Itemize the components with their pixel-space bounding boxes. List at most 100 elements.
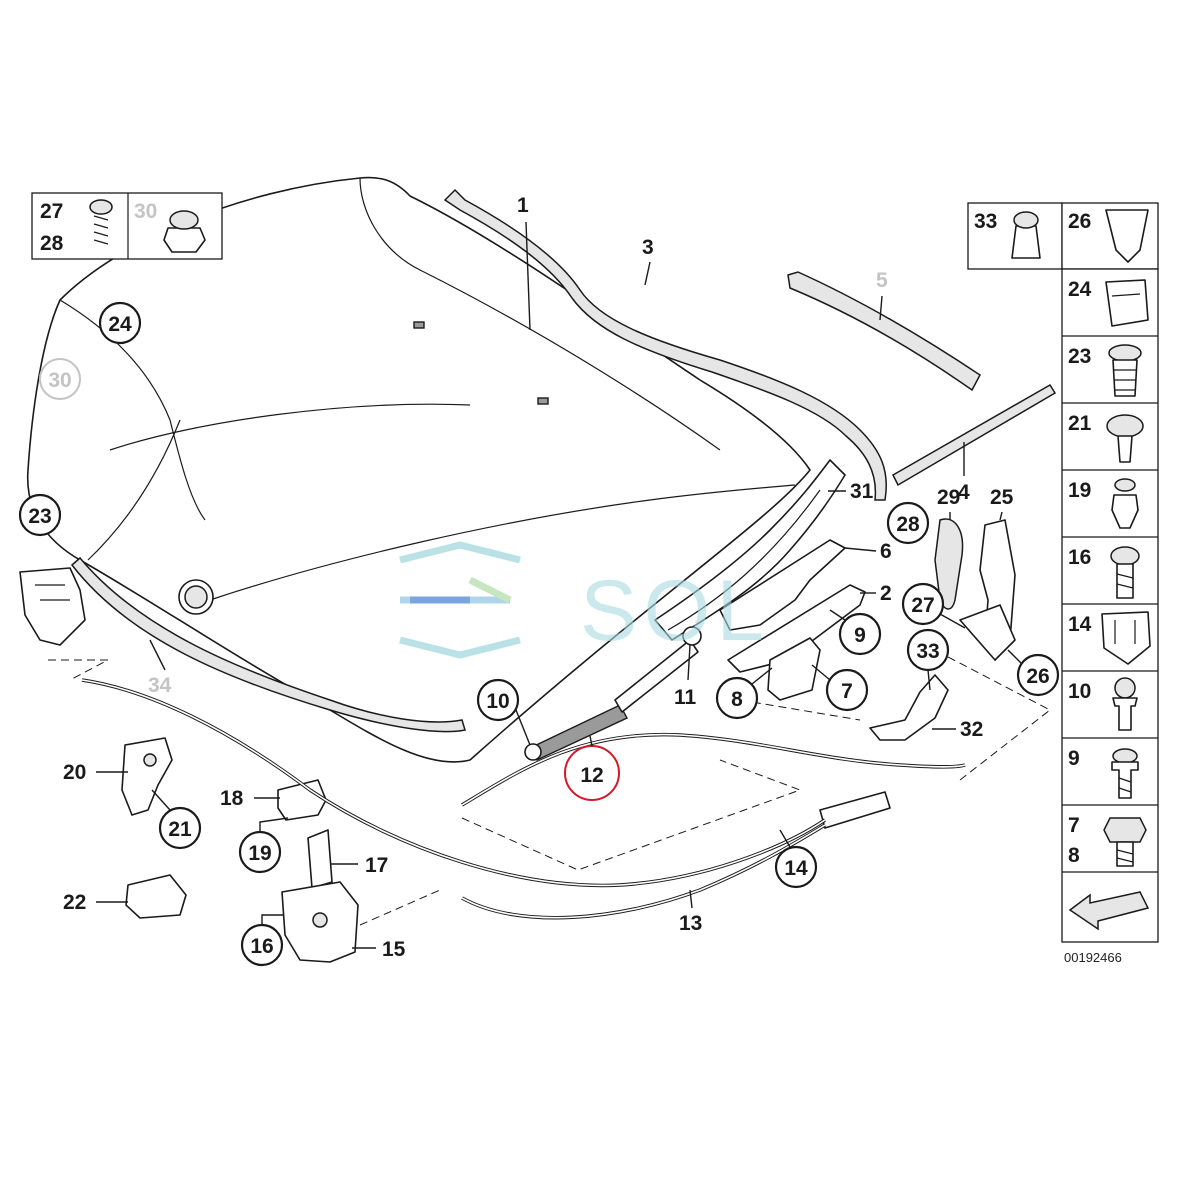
callout-30: 30 [39, 358, 81, 400]
release-cable-12 [461, 732, 966, 807]
svg-text:8: 8 [731, 688, 743, 711]
bracket-6 [719, 539, 846, 631]
callout-8: 8 [715, 667, 773, 720]
panel-label-23: 23 [1068, 345, 1091, 368]
panel-label-19: 19 [1068, 479, 1091, 502]
callout-25: 25 [990, 486, 1014, 521]
svg-text:18: 18 [220, 787, 244, 810]
push-rivet-icon [1106, 414, 1144, 463]
ball-stud-10-icon [1112, 677, 1138, 731]
callout-6: 6 [844, 540, 892, 563]
seal-strip-5 [787, 271, 981, 392]
callout-2: 2 [860, 582, 892, 605]
callout-21-lower: 21 [151, 789, 202, 850]
svg-text:16: 16 [250, 935, 273, 958]
svg-text:2: 2 [880, 582, 892, 605]
svg-text:30: 30 [48, 369, 71, 392]
hex-bolt-icon [1103, 817, 1147, 867]
callout-19: 19 [238, 817, 289, 874]
svg-text:19: 19 [248, 842, 271, 865]
svg-text:23: 23 [28, 505, 51, 528]
callout-12-highlighted: 12 [564, 735, 620, 801]
bracket-32 [869, 674, 949, 741]
panel-label-26: 26 [1068, 210, 1091, 233]
callout-28: 28 [886, 501, 930, 545]
clip-nut-icon [1105, 209, 1149, 263]
panel-label-33: 33 [974, 210, 997, 233]
callout-5: 5 [876, 269, 888, 321]
screw-9-icon [1111, 748, 1139, 799]
svg-text:27: 27 [911, 594, 934, 617]
handle-14 [819, 791, 891, 829]
svg-text:28: 28 [896, 513, 920, 536]
callout-23: 23 [18, 493, 62, 537]
svg-text:34: 34 [148, 674, 172, 697]
callout-34: 34 [148, 639, 172, 697]
callout-1: 1 [517, 194, 531, 331]
svg-text:11: 11 [674, 686, 697, 709]
diagram-id: 00192466 [1064, 950, 1122, 965]
panel-label-21: 21 [1068, 412, 1092, 435]
watermark-text: SOL [580, 563, 770, 659]
callout-24: 24 [98, 301, 142, 345]
callout-33: 33 [906, 628, 950, 691]
grommet-icon [163, 210, 206, 253]
svg-text:22: 22 [63, 891, 86, 914]
hood-panel [26, 176, 811, 763]
inset-label-30: 30 [134, 200, 157, 223]
svg-text:33: 33 [916, 640, 939, 663]
bracket-17 [307, 829, 333, 889]
callout-22: 22 [63, 891, 128, 914]
front-seal-strip-34 [70, 556, 466, 733]
svg-text:21: 21 [168, 818, 192, 841]
pad-22 [125, 874, 187, 919]
callout-10: 10 [476, 678, 531, 746]
svg-text:12: 12 [580, 764, 603, 787]
callout-31: 31 [828, 480, 874, 503]
svg-text:32: 32 [960, 718, 983, 741]
fastener-panel: 33 26 24 23 21 [967, 202, 1159, 943]
rear-seal-3 [443, 188, 887, 501]
svg-text:13: 13 [679, 912, 702, 935]
callout-26: 26 [1007, 649, 1060, 697]
callout-9: 9 [829, 609, 882, 656]
svg-text:9: 9 [854, 624, 866, 647]
svg-text:10: 10 [486, 690, 509, 713]
callout-27: 27 [901, 582, 966, 629]
clip-18 [277, 779, 327, 821]
callout-14: 14 [774, 829, 818, 889]
callout-32: 32 [932, 718, 983, 741]
svg-text:7: 7 [841, 680, 853, 703]
svg-text:24: 24 [108, 313, 132, 336]
svg-text:26: 26 [1026, 665, 1049, 688]
hood-lock-left [19, 567, 86, 646]
panel-label-10: 10 [1068, 680, 1091, 703]
cable-clip-14-icon [1101, 611, 1151, 665]
bump-stop-icon [1011, 211, 1041, 259]
svg-text:4: 4 [958, 481, 970, 504]
callout-13: 13 [679, 889, 702, 935]
svg-text:3: 3 [642, 236, 654, 259]
latch-20 [121, 737, 173, 816]
callout-29: 29 [937, 486, 960, 520]
callout-7: 7 [811, 664, 869, 712]
seal-strip-4 [892, 383, 1057, 487]
panel-label-8: 8 [1068, 844, 1080, 867]
svg-text:31: 31 [850, 480, 874, 503]
svg-text:25: 25 [990, 486, 1014, 509]
release-cable-13 [81, 678, 826, 920]
dashed-guides [48, 644, 1051, 926]
svg-text:6: 6 [880, 540, 892, 563]
svg-text:29: 29 [937, 486, 960, 509]
callout-15: 15 [352, 938, 406, 961]
svg-text:1: 1 [517, 194, 529, 217]
callout-3: 3 [642, 236, 654, 286]
panel-label-14: 14 [1068, 613, 1092, 636]
inset-label-28: 28 [40, 232, 64, 255]
hinge-2 [727, 584, 866, 701]
callout-4: 4 [958, 442, 970, 504]
direction-arrow-icon [1068, 891, 1150, 931]
svg-text:14: 14 [784, 857, 808, 880]
